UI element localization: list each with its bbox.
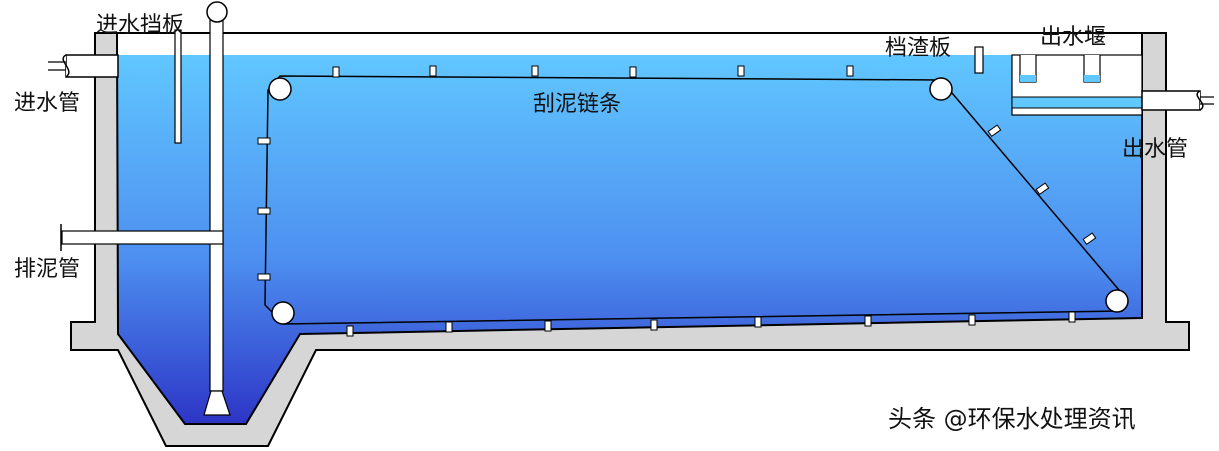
inlet-pipe <box>65 54 119 78</box>
flight <box>531 65 539 77</box>
flight <box>332 66 340 78</box>
flight <box>1035 182 1050 196</box>
flight <box>968 314 976 326</box>
flight <box>429 65 437 77</box>
sprocket-bottom-left <box>271 301 295 325</box>
watermark: 头条 @环保水处理资讯 <box>888 405 1136 433</box>
sprocket-top-right <box>929 77 953 101</box>
flight <box>629 66 637 78</box>
outlet-weir <box>1011 54 1143 116</box>
flight <box>754 316 762 328</box>
label-scum-baffle: 档渣板 <box>885 36 951 61</box>
sludge-pipe-vertical <box>209 17 224 392</box>
flight <box>346 325 354 337</box>
sludge-pipe-nozzle <box>203 390 231 416</box>
chain-flights <box>257 65 1097 337</box>
inlet-pipe-break <box>62 54 70 78</box>
label-outlet-weir: 出水堰 <box>1040 25 1106 50</box>
sprocket-top-left <box>268 77 292 101</box>
flight <box>864 315 872 327</box>
flight <box>1082 232 1097 246</box>
label-inlet-pipe: 进水管 <box>14 91 80 116</box>
scum-baffle <box>974 46 984 74</box>
flight <box>257 137 271 145</box>
air-gap <box>118 34 1141 55</box>
flight <box>737 65 745 77</box>
flight <box>846 65 854 77</box>
flight <box>650 319 658 331</box>
flight <box>1068 311 1076 323</box>
flight <box>544 320 552 332</box>
label-outlet-pipe: 出水管 <box>1122 137 1188 162</box>
scraper-chain <box>264 75 1123 325</box>
flight <box>987 124 1002 138</box>
flight <box>257 207 271 215</box>
flight <box>445 321 453 333</box>
inlet-baffle <box>174 29 182 144</box>
flight <box>257 273 271 281</box>
label-inlet-baffle: 进水挡板 <box>96 13 184 38</box>
label-scraper-chain: 刮泥链条 <box>533 92 621 117</box>
label-sludge-pipe: 排泥管 <box>14 257 80 282</box>
sludge-pipe-horizontal <box>61 230 224 245</box>
sprocket-bottom-right <box>1105 289 1129 313</box>
outlet-pipe <box>1141 90 1201 111</box>
sludge-valve-handle <box>206 1 228 23</box>
